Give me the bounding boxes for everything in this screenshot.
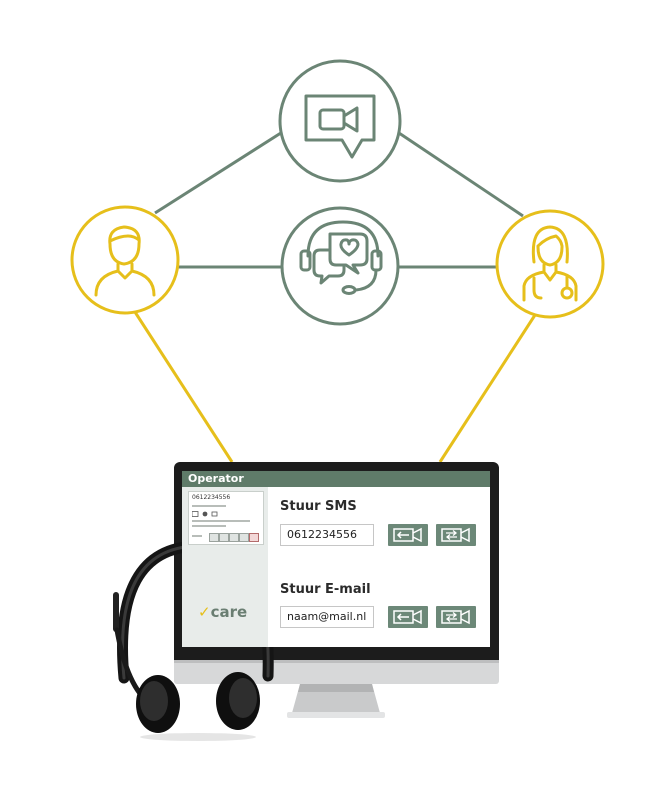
email-send-switch-button[interactable] — [436, 606, 476, 628]
patient-node — [70, 205, 180, 315]
vcare-logo: ✓care — [198, 603, 248, 621]
doctor-node — [495, 209, 605, 319]
operator-header: Operator — [182, 471, 490, 487]
contact-action-button[interactable] — [219, 533, 229, 542]
contact-card[interactable]: 0612234556 — [188, 491, 264, 545]
patient-icon — [94, 225, 156, 297]
contact-line — [192, 525, 226, 527]
video-arrow-left-icon — [393, 609, 422, 625]
sms-phone-input[interactable]: 0612234556 — [280, 524, 374, 546]
operator-screen: Operator 0612234556 ✓care Stuur SMS 0612… — [182, 471, 490, 647]
video-swap-icon — [441, 527, 470, 543]
sms-send-video-button[interactable] — [388, 524, 428, 546]
contact-action-button[interactable] — [229, 533, 239, 542]
video-chat-icon — [304, 94, 376, 159]
video-swap-icon — [441, 609, 470, 625]
contact-number: 0612234556 — [192, 494, 231, 501]
video-chat-node — [278, 59, 402, 183]
email-input[interactable]: naam@mail.nl — [280, 606, 374, 628]
sms-title: Stuur SMS — [280, 499, 357, 514]
contact-line — [192, 520, 250, 522]
heart-chat-headset-icon — [299, 220, 383, 295]
heart-chat-node — [280, 206, 400, 326]
sms-send-switch-button[interactable] — [436, 524, 476, 546]
contact-line — [192, 535, 202, 537]
contact-line — [192, 505, 226, 507]
contact-close-button[interactable] — [249, 533, 259, 542]
email-title: Stuur E-mail — [280, 582, 371, 597]
green-connections — [154, 129, 524, 269]
doctor-icon — [522, 225, 578, 302]
contact-action-button[interactable] — [209, 533, 219, 542]
contact-status-icons — [191, 511, 222, 519]
video-arrow-left-icon — [393, 527, 422, 543]
yellow-connections — [133, 311, 537, 463]
email-send-video-button[interactable] — [388, 606, 428, 628]
left-panel: 0612234556 ✓care — [182, 487, 268, 647]
contact-action-button[interactable] — [239, 533, 249, 542]
